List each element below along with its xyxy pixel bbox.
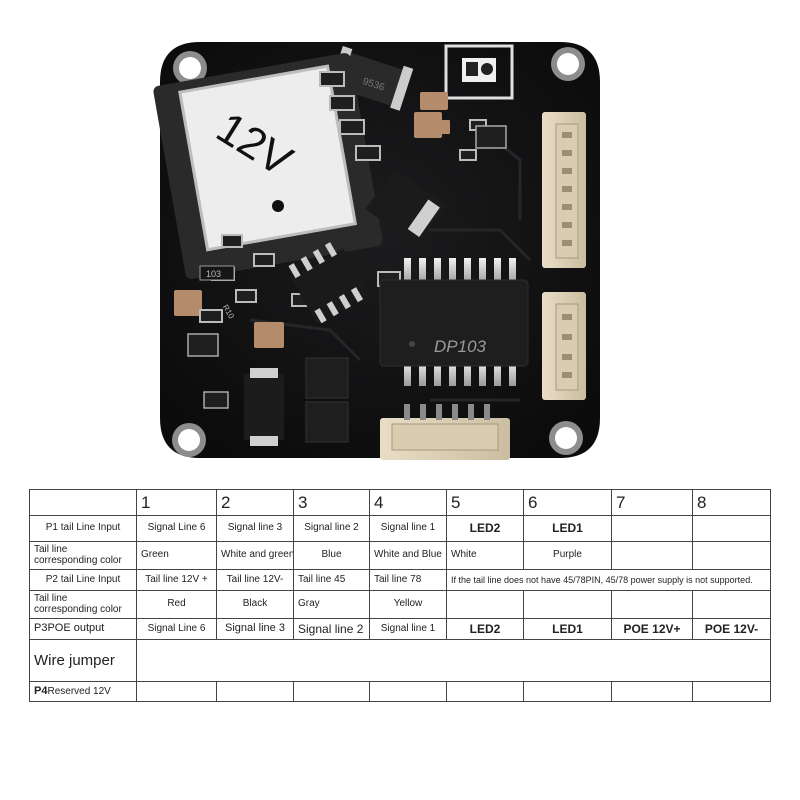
- svg-text:DP103: DP103: [434, 337, 487, 356]
- resistor-labels: 103 R10: [199, 265, 236, 321]
- table-cell: [611, 681, 693, 702]
- table-cell: Green: [136, 541, 217, 570]
- table-cell: Signal line 1: [369, 515, 447, 542]
- table-cell: POE 12V+: [611, 618, 693, 640]
- pin-definition-table: 1 2 3 4 5 6 7 8 P1 tail Line Input Signa…: [29, 489, 771, 702]
- table-cell: [446, 590, 524, 619]
- row-label: Wire jumper: [29, 639, 137, 682]
- pin-number: 4: [369, 489, 447, 516]
- table-cell: [523, 590, 612, 619]
- table-cell: LED2: [446, 515, 524, 542]
- table-cell: Tail line 12V +: [136, 569, 217, 591]
- table-row: Tail line corresponding color Green Whit…: [29, 541, 771, 570]
- table-cell: POE 12V-: [692, 618, 771, 640]
- pin-number: 1: [136, 489, 217, 516]
- pin-number: 2: [216, 489, 294, 516]
- table-cell: LED1: [523, 515, 612, 542]
- pin-number: 5: [446, 489, 524, 516]
- table-cell: Signal Line 6: [136, 618, 217, 640]
- mosfet: [365, 168, 447, 246]
- pin-number: 6: [523, 489, 612, 516]
- table-cell: Tail line 78: [369, 569, 447, 591]
- row-label: P3POE output: [29, 618, 137, 640]
- row-label: P2 tail Line Input: [29, 569, 137, 591]
- smd-diode-left: [244, 368, 284, 446]
- transformer-12v: 12V: [153, 53, 383, 279]
- dp103-chip: DP103: [379, 258, 529, 386]
- table-cell: LED2: [446, 618, 524, 640]
- table-cell: Yellow: [369, 590, 447, 619]
- table-cell: Purple: [523, 541, 612, 570]
- connector-right-bottom: [542, 292, 586, 400]
- table-cell: [216, 681, 294, 702]
- connector-bottom: [380, 404, 510, 460]
- pin-number: 7: [611, 489, 693, 516]
- table-cell: [523, 681, 612, 702]
- table-cell: [136, 681, 217, 702]
- pin-number: 8: [692, 489, 771, 516]
- table-cell: Signal line 3: [216, 618, 294, 640]
- table-cell: Signal line 3: [216, 515, 294, 542]
- table-cell: [293, 681, 370, 702]
- row-label: P1 tail Line Input: [29, 515, 137, 542]
- sot-parts: [187, 125, 507, 409]
- row-label: P4Reserved 12V: [29, 681, 137, 702]
- table-cell-merged: [136, 639, 771, 682]
- pin-number: 3: [293, 489, 370, 516]
- table-cell: Signal line 1: [369, 618, 447, 640]
- pin-number-row: 1 2 3 4 5 6 7 8: [29, 489, 771, 516]
- table-cell: White and green: [216, 541, 294, 570]
- table-cell: [611, 541, 693, 570]
- row-label-text: Reserved 12V: [47, 685, 111, 697]
- table-cell: Gray: [293, 590, 370, 619]
- row-label: Tail line corresponding color: [29, 590, 137, 619]
- row-label-bold: P4: [34, 684, 48, 697]
- table-cell: White and Blue: [369, 541, 447, 570]
- table-row: P3POE output Signal Line 6 Signal line 3…: [29, 618, 771, 640]
- table-cell: Signal Line 6: [136, 515, 217, 542]
- table-row: P2 tail Line Input Tail line 12V + Tail …: [29, 569, 771, 591]
- row-label: Tail line corresponding color: [29, 541, 137, 570]
- mounting-holes: [172, 47, 585, 457]
- capacitors: [174, 92, 450, 348]
- table-cell: Signal line 2: [293, 515, 370, 542]
- table-cell: [611, 515, 693, 542]
- connector-right-top: [542, 112, 586, 268]
- table-cell: Tail line 45: [293, 569, 370, 591]
- svg-text:103: 103: [206, 269, 221, 279]
- table-cell: Red: [136, 590, 217, 619]
- table-cell: [369, 681, 447, 702]
- table-cell: [692, 681, 771, 702]
- table-cell: Signal line 2: [293, 618, 370, 640]
- table-row: P1 tail Line Input Signal Line 6 Signal …: [29, 515, 771, 542]
- pcb-board-photo: 9536 12V: [153, 42, 600, 460]
- header-corner: [29, 489, 137, 516]
- table-row: Tail line corresponding color Red Black …: [29, 590, 771, 619]
- table-cell: [692, 541, 771, 570]
- inductors: [305, 357, 349, 443]
- table-row: Wire jumper: [29, 639, 771, 682]
- table-cell: White: [446, 541, 524, 570]
- table-cell: Black: [216, 590, 294, 619]
- table-cell: Tail line 12V-: [216, 569, 294, 591]
- table-note: If the tail line does not have 45/78PIN,…: [446, 569, 771, 591]
- table-cell: [611, 590, 693, 619]
- table-row: P4Reserved 12V: [29, 681, 771, 702]
- soic-ic: [288, 242, 369, 324]
- table-cell: [692, 515, 771, 542]
- table-cell: [446, 681, 524, 702]
- table-cell: LED1: [523, 618, 612, 640]
- jumper-header: [444, 44, 514, 100]
- table-cell: Blue: [293, 541, 370, 570]
- table-cell: [692, 590, 771, 619]
